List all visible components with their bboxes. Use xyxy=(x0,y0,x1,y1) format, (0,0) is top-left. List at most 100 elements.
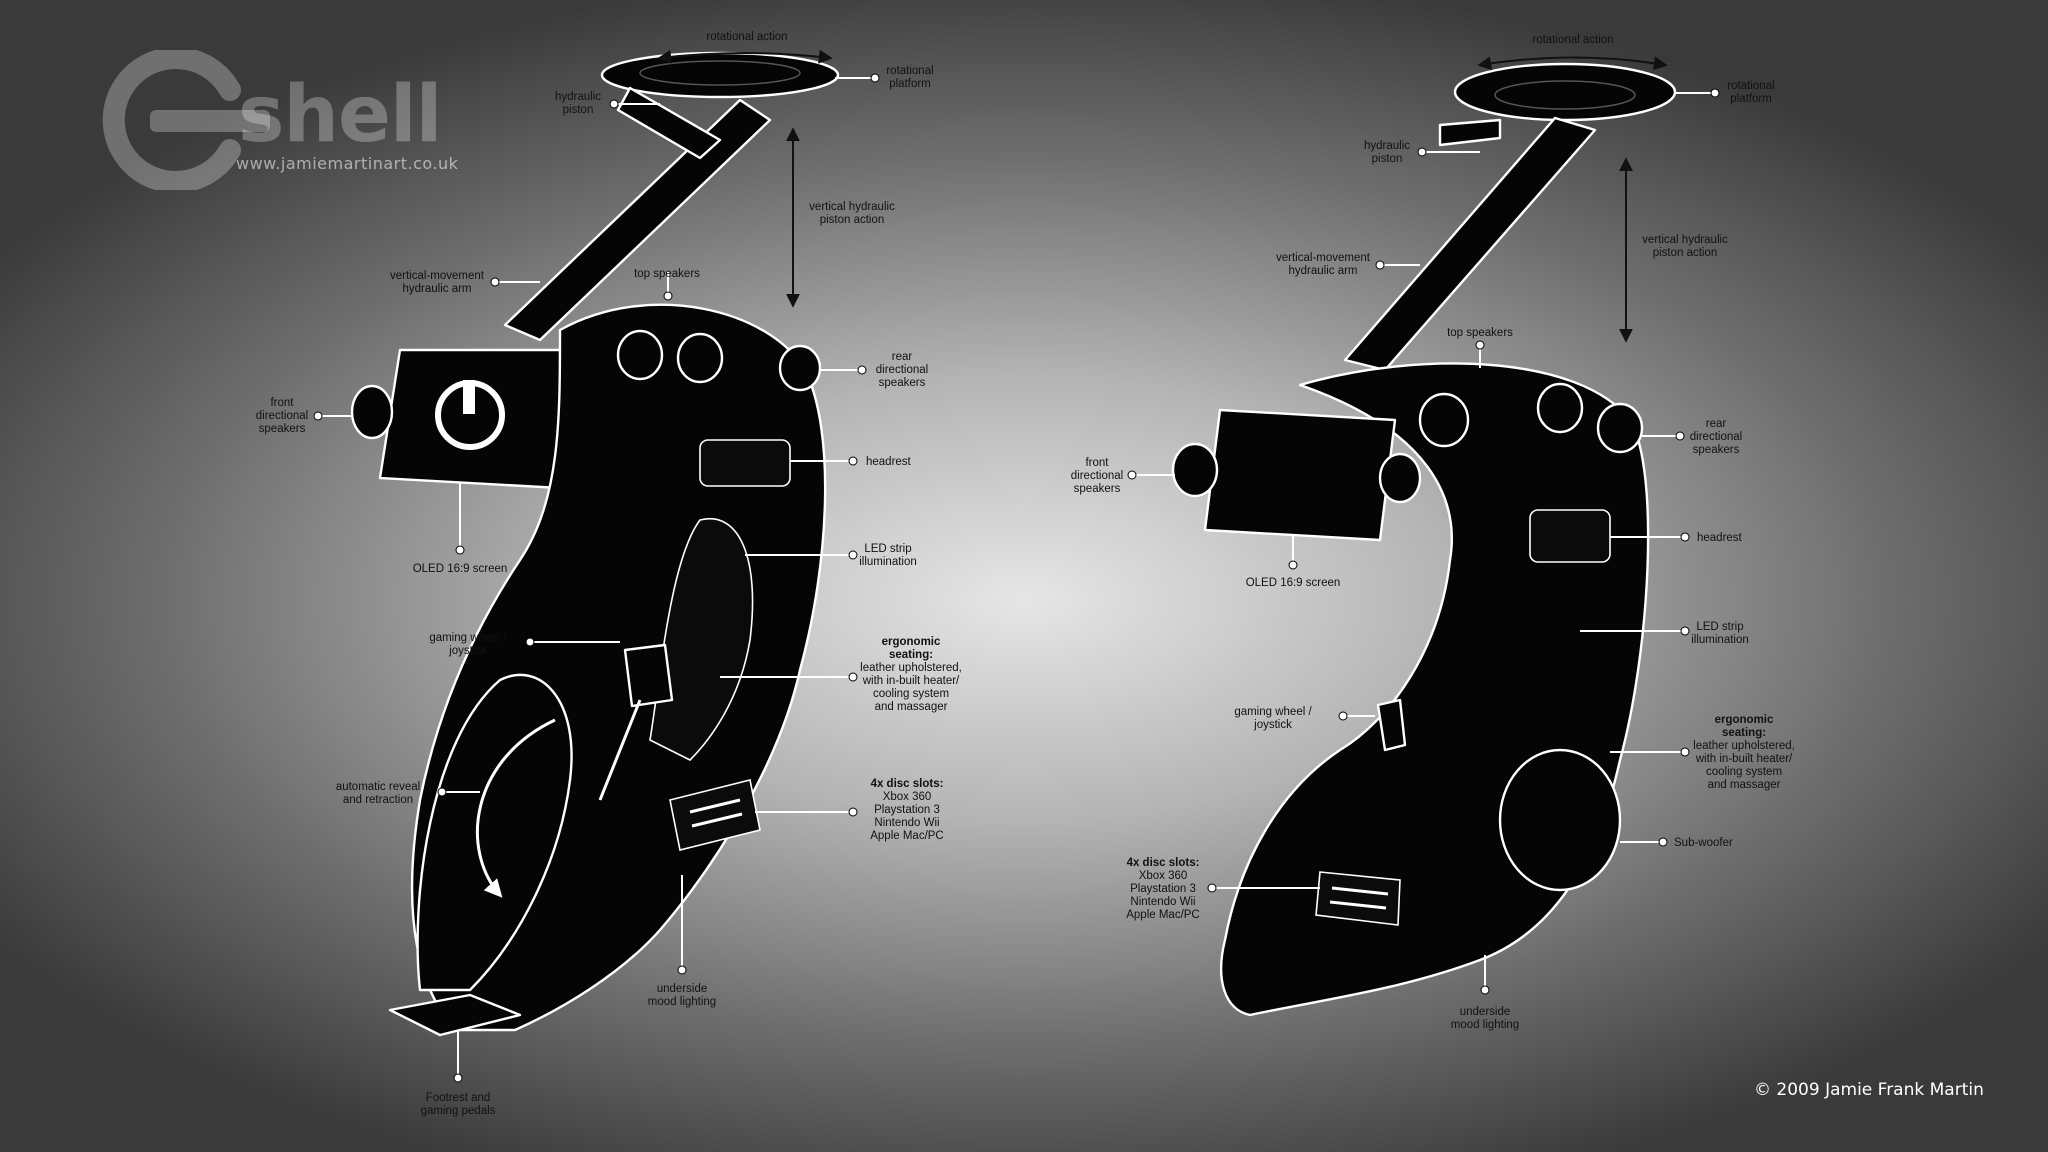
label-right-view-ergonomic-title-0: ergonomic xyxy=(1715,714,1774,726)
left-rotational-platform xyxy=(600,51,840,99)
label-left-view-disc-list-0: Xbox 360 xyxy=(883,791,932,803)
label-left-view-vertical-piston-action-1: piston action xyxy=(820,214,885,226)
label-left-view-footrest-1: gaming pedals xyxy=(421,1105,496,1117)
right-disc-slots xyxy=(1315,871,1401,926)
label-right-view-rear-speakers-2: speakers xyxy=(1693,444,1740,456)
logo-url: www.jamiemartinart.co.uk xyxy=(236,154,459,173)
left-disc-slots xyxy=(669,779,761,851)
label-left-view-top-speakers: top speakers xyxy=(634,268,700,280)
label-right-view-hydraulic-piston-0: hydraulic xyxy=(1364,140,1410,152)
label-left-view-oled-screen: OLED 16:9 screen xyxy=(413,563,508,575)
label-right-view-hydraulic-piston-1: piston xyxy=(1372,153,1403,165)
left-label-rotational-action: rotational action xyxy=(706,31,787,43)
label-right-view-gaming-wheel-0: gaming wheel / xyxy=(1234,706,1312,718)
label-right-view-ergonomic-desc-0: leather upholstered, xyxy=(1693,740,1795,752)
label-left-view-front-speakers-0: front xyxy=(270,397,294,409)
label-right-view-rotational-platform-0: rotational xyxy=(1727,80,1774,92)
right-chair-drawing xyxy=(1171,62,1677,1017)
right-rotational-platform xyxy=(1453,62,1677,122)
label-left-view-front-speakers-2: speakers xyxy=(259,423,306,435)
label-left-view-disc-list-1: Playstation 3 xyxy=(874,804,940,816)
label-left-view-rear-speakers-1: directional xyxy=(876,364,928,376)
label-right-view-underside-1: mood lighting xyxy=(1451,1019,1519,1031)
label-left-view-disc-list-2: Nintendo Wii xyxy=(874,817,939,829)
label-right-view-vertical-arm-0: vertical-movement xyxy=(1276,252,1371,264)
copyright-text: © 2009 Jamie Frank Martin xyxy=(1754,1080,1984,1100)
left-leaders xyxy=(313,73,880,1083)
label-left-view-gaming-wheel-0: gaming wheel / xyxy=(429,632,507,644)
label-left-view-auto-reveal-0: automatic reveal xyxy=(336,781,420,793)
label-right-view-oled-screen: OLED 16:9 screen xyxy=(1246,577,1341,589)
left-rear-speaker xyxy=(778,344,822,392)
logo-wordmark: shell xyxy=(238,70,442,160)
label-right-view-rear-speakers-0: rear xyxy=(1706,418,1727,430)
label-right-view-disc-list-2: Nintendo Wii xyxy=(1130,896,1195,908)
label-left-view-rear-speakers-0: rear xyxy=(892,351,913,363)
label-right-view-subwoofer: Sub-woofer xyxy=(1674,837,1733,849)
right-oled-screen xyxy=(1203,408,1397,542)
label-right-view-disc-list-0: Xbox 360 xyxy=(1139,870,1188,882)
label-right-view-ergonomic-desc-1: with in-built heater/ xyxy=(1695,753,1793,765)
label-left-view-ergonomic-desc-1: with in-built heater/ xyxy=(862,675,960,687)
label-right-view-front-speakers-2: speakers xyxy=(1074,483,1121,495)
label-left-view-underside-1: mood lighting xyxy=(648,996,716,1008)
label-right-view-front-speakers-0: front xyxy=(1085,457,1109,469)
label-right-view-disc-title: 4x disc slots: xyxy=(1127,857,1200,869)
label-right-view-ergonomic-title-1: seating: xyxy=(1722,727,1766,739)
label-right-view-vertical-arm-1: hydraulic arm xyxy=(1288,265,1357,277)
label-left-view-footrest-0: Footrest and xyxy=(426,1092,491,1104)
left-front-speaker xyxy=(350,384,394,440)
label-left-view-ergonomic-desc-3: and massager xyxy=(875,701,948,713)
right-subwoofer xyxy=(1498,748,1622,892)
label-left-view-ergonomic-desc-0: leather upholstered, xyxy=(860,662,962,674)
label-left-view-rotational-platform-1: platform xyxy=(889,78,931,90)
label-right-view-gaming-wheel-1: joystick xyxy=(1253,719,1292,731)
label-left-view-auto-reveal-1: and retraction xyxy=(343,794,413,806)
left-headrest xyxy=(699,439,791,487)
right-gaming-wheel xyxy=(1376,698,1407,752)
left-footrest xyxy=(388,993,522,1037)
label-left-view-led-strip-1: illumination xyxy=(859,556,917,568)
label-left-view-rear-speakers-2: speakers xyxy=(879,377,926,389)
label-right-view-ergonomic-desc-2: cooling system xyxy=(1706,766,1782,778)
label-right-view-led-strip-1: illumination xyxy=(1691,634,1749,646)
label-right-view-rotational-platform-1: platform xyxy=(1730,93,1772,105)
label-right-view-disc-list-3: Apple Mac/PC xyxy=(1126,909,1200,921)
label-left-view-vertical-arm-0: vertical-movement xyxy=(390,270,485,282)
left-chair-drawing xyxy=(350,51,840,1037)
label-left-view-hydraulic-piston-1: piston xyxy=(563,104,594,116)
label-left-view-headrest: headrest xyxy=(866,456,912,468)
label-right-view-underside-0: underside xyxy=(1460,1006,1511,1018)
right-rear-speaker xyxy=(1596,402,1644,454)
left-oled-screen xyxy=(378,348,577,490)
label-right-view-disc-list-1: Playstation 3 xyxy=(1130,883,1196,895)
right-front-speaker xyxy=(1171,442,1219,498)
label-left-view-gaming-wheel-1: joystick xyxy=(448,645,487,657)
left-hydraulic-arm xyxy=(503,98,772,342)
svg-text:leather upholstered,with in-bu: leather upholstered,with in-built heater… xyxy=(1693,740,1795,791)
label-left-view-ergonomic-desc-2: cooling system xyxy=(873,688,949,700)
svg-text:gaming wheel /joystick: gaming wheel /joystick xyxy=(1234,706,1312,731)
label-left-view-vertical-piston-action-0: vertical hydraulic xyxy=(809,201,895,213)
label-left-view-disc-title: 4x disc slots: xyxy=(871,778,944,790)
label-left-view-ergonomic-title-1: seating: xyxy=(889,649,933,661)
label-left-view-ergonomic-title-0: ergonomic xyxy=(882,636,941,648)
